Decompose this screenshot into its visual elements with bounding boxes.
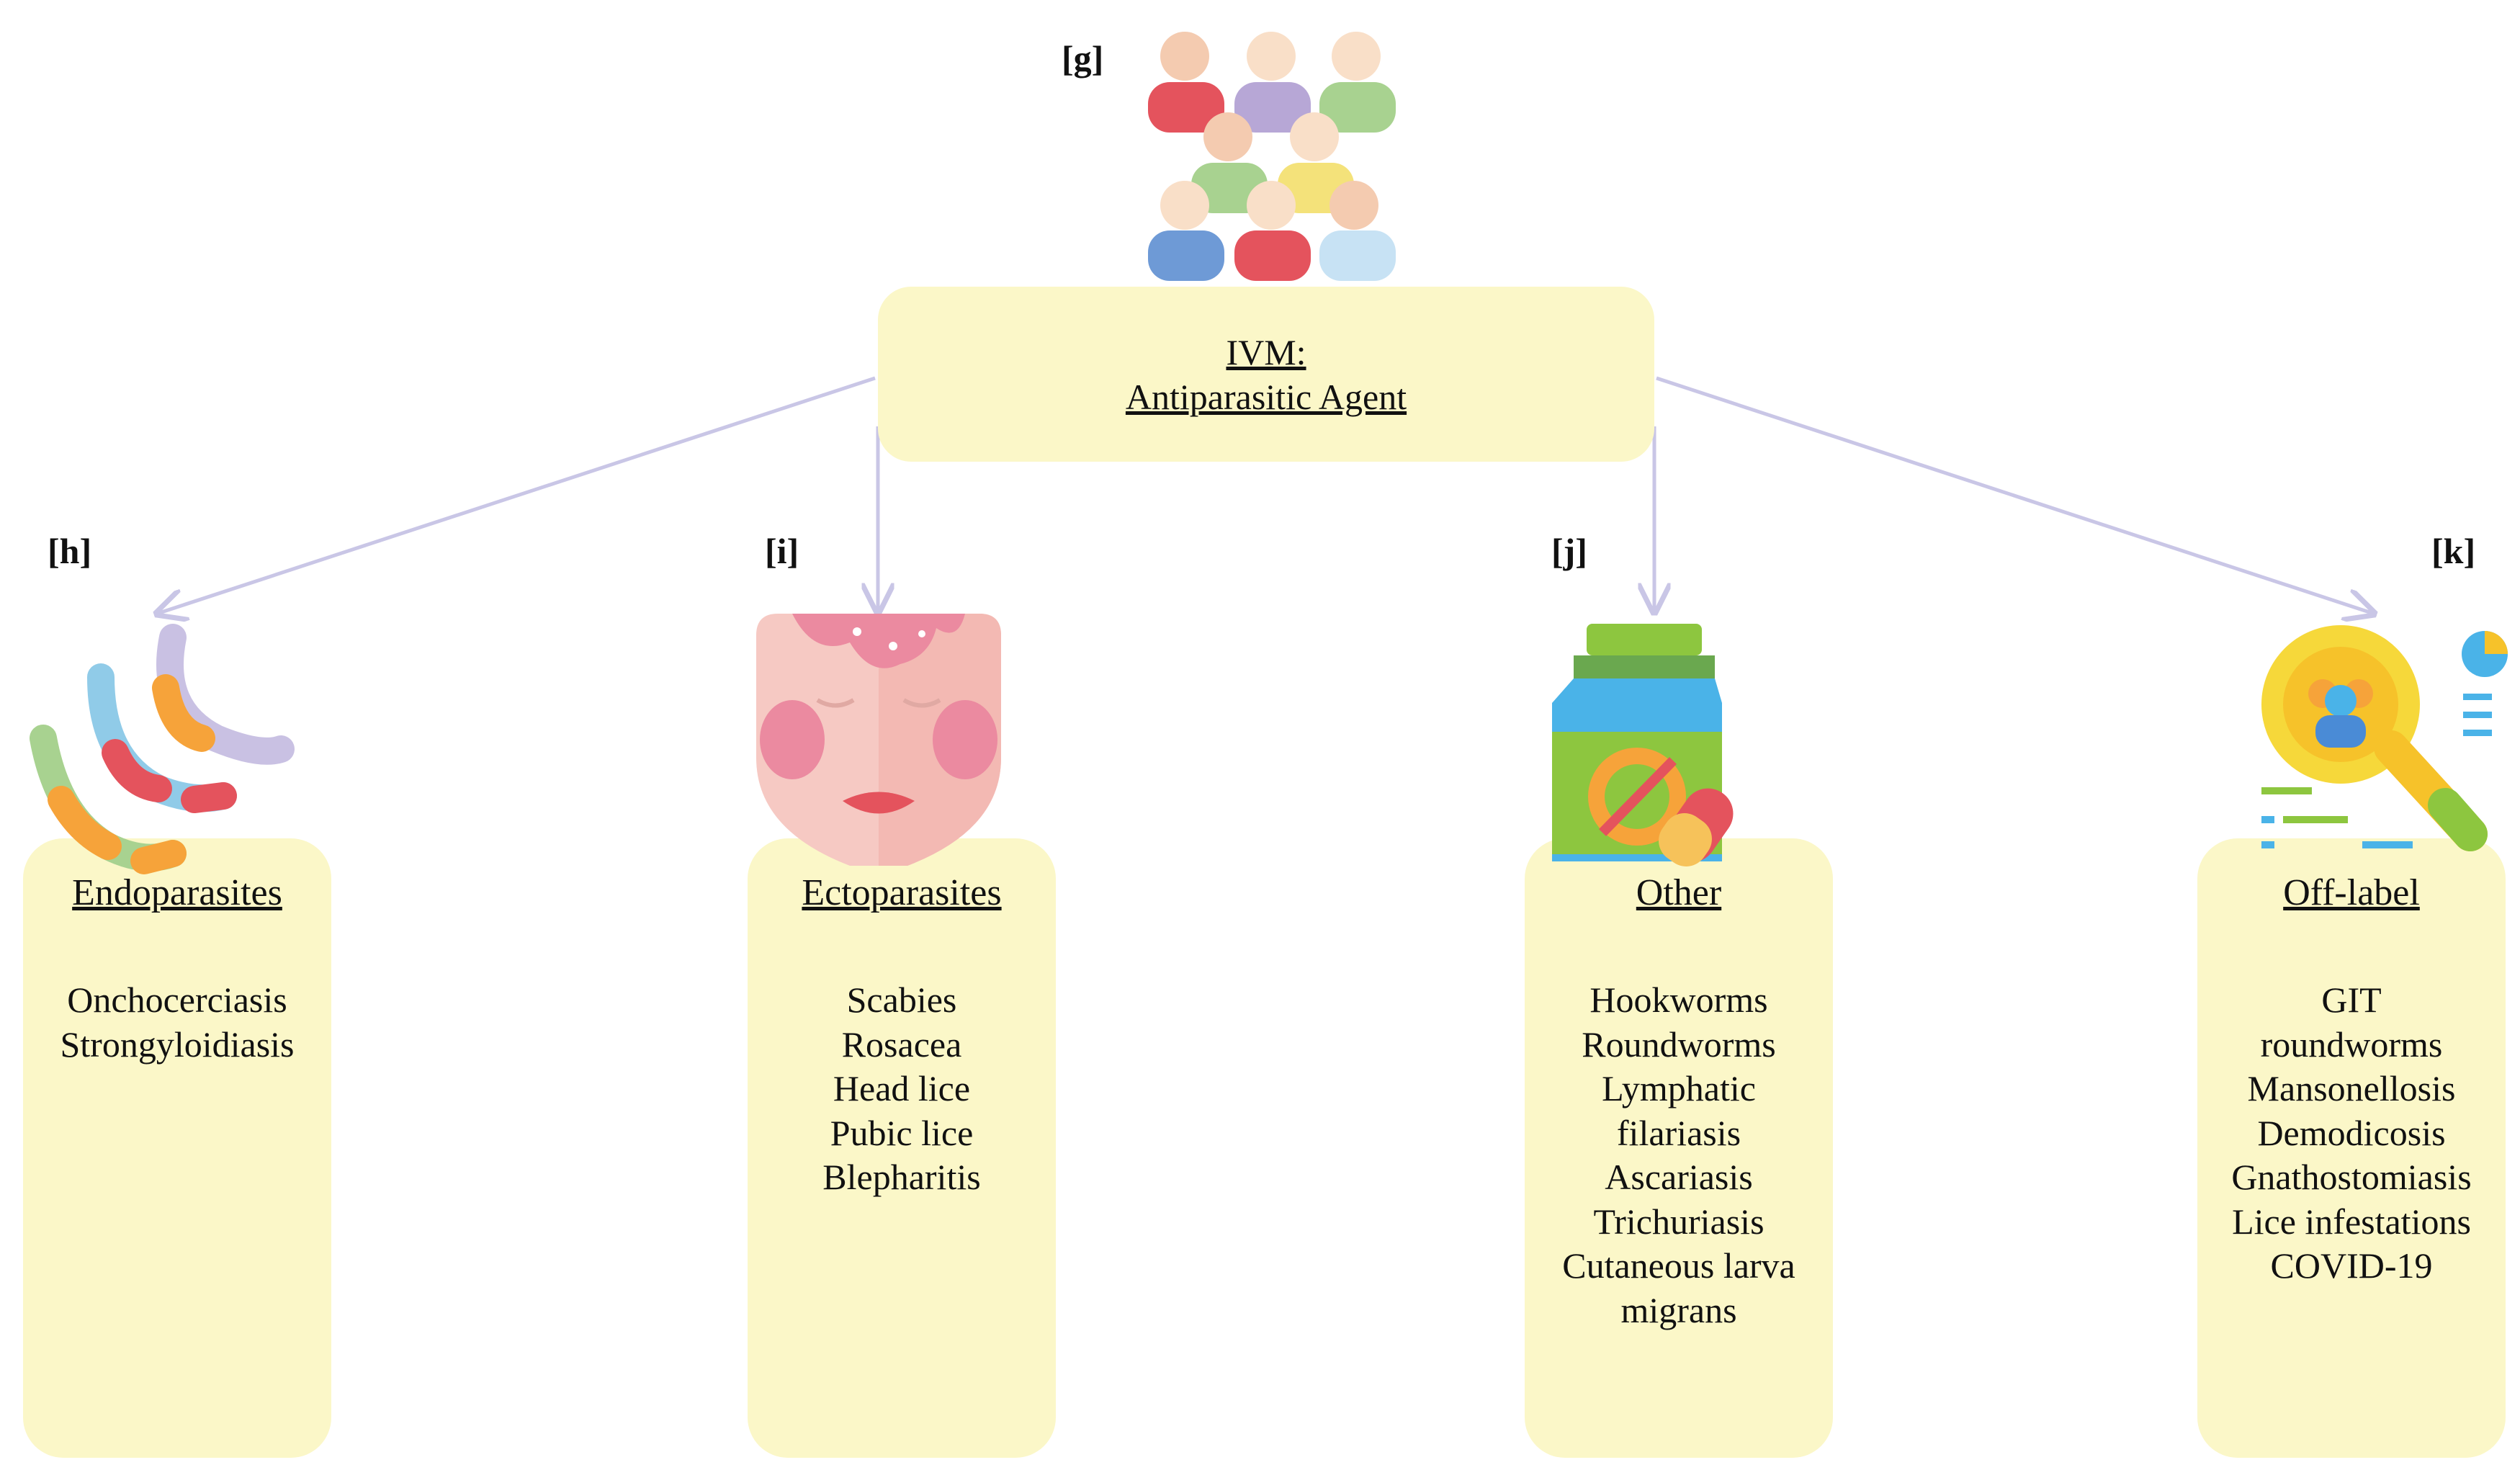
column-tag-ectoparasites: [i] bbox=[765, 531, 799, 571]
worms-icon bbox=[30, 624, 295, 874]
face-rash-icon bbox=[756, 614, 1001, 866]
column-title: Other bbox=[1636, 872, 1722, 913]
column-box-other: Other Hookworms Roundworms Lymphatic fil… bbox=[1525, 838, 1833, 1458]
column-title: Off-label bbox=[2283, 872, 2420, 913]
list-item: migrans bbox=[1620, 1289, 1737, 1330]
population-analysis-icon bbox=[2261, 625, 2508, 851]
list-item: roundworms bbox=[2260, 1023, 2443, 1065]
list-item: Demodicosis bbox=[2257, 1112, 2446, 1153]
column-list: GIT roundworms Mansonellosis Demodicosis… bbox=[2197, 978, 2506, 1289]
list-item: Mansonellosis bbox=[2247, 1068, 2456, 1108]
list-item: Head lice bbox=[833, 1068, 971, 1108]
list-item: Rosacea bbox=[841, 1023, 962, 1065]
column-list: Hookworms Roundworms Lymphatic filariasi… bbox=[1525, 978, 1833, 1332]
column-box-ectoparasites: Ectoparasites Scabies Rosacea Head lice … bbox=[748, 838, 1056, 1458]
list-item: Onchocerciasis bbox=[67, 980, 287, 1020]
list-item: Scabies bbox=[846, 980, 957, 1020]
column-title: Ectoparasites bbox=[802, 872, 1002, 913]
list-item: Lice infestations bbox=[2232, 1201, 2471, 1242]
root-box: IVM: Antiparasitic Agent bbox=[878, 287, 1654, 462]
list-item: Ascariasis bbox=[1605, 1157, 1753, 1197]
root-title-line1: IVM: bbox=[1226, 331, 1306, 372]
arrow-to-off-label bbox=[1656, 376, 2374, 614]
root-tag: [g] bbox=[1062, 38, 1104, 79]
list-item: Roundworms bbox=[1582, 1023, 1776, 1065]
list-item: filariasis bbox=[1616, 1112, 1741, 1153]
root-title-line2: Antiparasitic Agent bbox=[1125, 376, 1407, 417]
list-item: Cutaneous larva bbox=[1562, 1245, 1795, 1286]
column-box-off-label: Off-label GIT roundworms Mansonellosis D… bbox=[2197, 838, 2506, 1458]
list-item: COVID-19 bbox=[2270, 1245, 2433, 1286]
column-tag-endoparasites: [h] bbox=[48, 531, 92, 571]
column-list: Scabies Rosacea Head lice Pubic lice Ble… bbox=[748, 978, 1056, 1200]
list-item: Hookworms bbox=[1589, 980, 1768, 1020]
people-group-icon bbox=[1148, 32, 1396, 281]
column-box-endoparasites: Endoparasites Onchocerciasis Strongyloid… bbox=[23, 838, 331, 1458]
list-item: Gnathostomiasis bbox=[2231, 1157, 2472, 1197]
list-item: GIT bbox=[2321, 980, 2382, 1020]
list-item: Blepharitis bbox=[822, 1157, 981, 1197]
column-tag-other: [j] bbox=[1551, 531, 1587, 571]
medicine-bottle-icon bbox=[1552, 624, 1734, 866]
column-title: Endoparasites bbox=[72, 872, 282, 913]
column-list: Onchocerciasis Strongyloidiasis bbox=[23, 978, 331, 1067]
list-item: Strongyloidiasis bbox=[60, 1023, 295, 1065]
arrow-to-endoparasites bbox=[157, 376, 876, 614]
list-item: Lymphatic bbox=[1602, 1068, 1756, 1108]
column-tag-off-label: [k] bbox=[2431, 531, 2476, 571]
list-item: Trichuriasis bbox=[1593, 1201, 1765, 1242]
list-item: Pubic lice bbox=[830, 1112, 974, 1153]
